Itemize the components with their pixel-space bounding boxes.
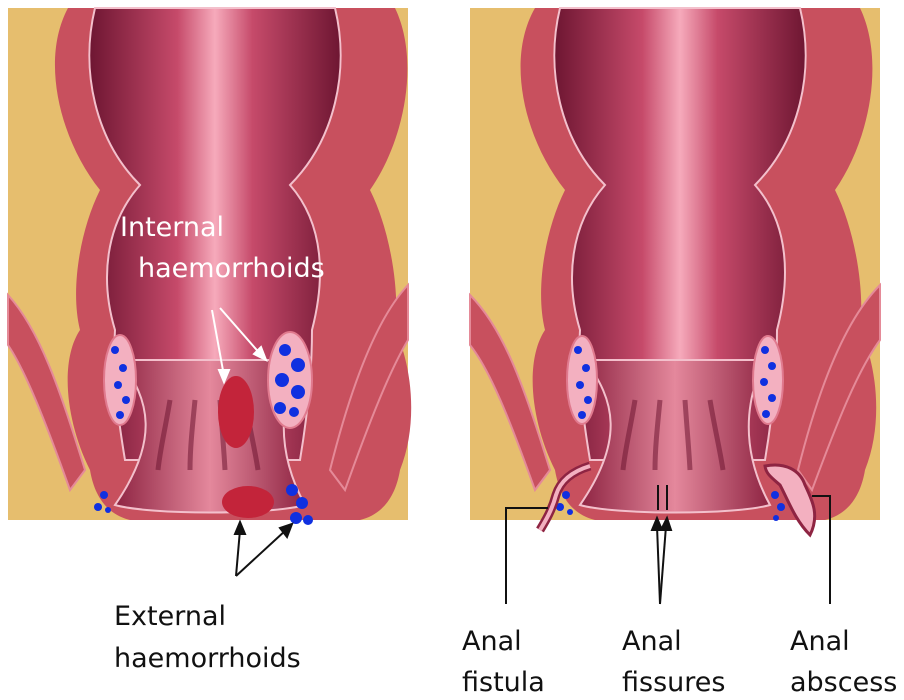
internal-hemorrhoid <box>218 376 254 448</box>
abscess-label-line1: Anal <box>790 626 850 657</box>
fistula-label-line1: Anal <box>462 626 522 657</box>
fistula-label-line2: fistula <box>462 667 545 698</box>
fissures-label-line1: Anal <box>622 626 682 657</box>
internal-label-line2: haemorrhoids <box>138 253 325 284</box>
left-external-arrows <box>235 522 292 576</box>
right-vein-pad-left <box>567 336 597 424</box>
internal-label-line1: Internal <box>120 212 224 243</box>
left-panel: Internal haemorrhoids External haemorrho… <box>8 8 411 674</box>
external-label-line1: External <box>114 601 226 632</box>
abscess-label-line2: abscess <box>790 667 897 698</box>
right-panel: Anal fistula Anal fissures Anal abscess <box>462 8 897 698</box>
fissures-label-line2: fissures <box>622 667 725 698</box>
external-label-line2: haemorrhoids <box>114 643 301 674</box>
external-hemorrhoid <box>222 486 274 518</box>
